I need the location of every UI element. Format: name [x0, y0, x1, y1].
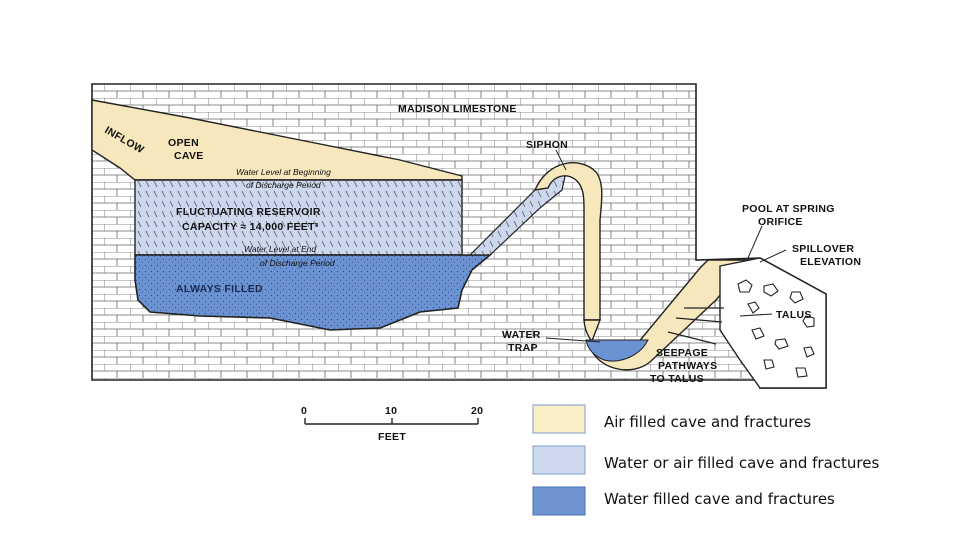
seepage-label: SEEPAGE — [656, 347, 708, 359]
scale-tick-20: 20 — [471, 405, 483, 417]
scale-unit: FEET — [378, 431, 406, 443]
rock-label: MADISON LIMESTONE — [398, 103, 517, 115]
scale-bar: 0 10 20 FEET — [301, 405, 483, 443]
level-begin-label: Water Level at Beginning — [236, 167, 331, 177]
level-end-label: of Discharge Period — [260, 258, 335, 268]
legend-swatch-air — [532, 404, 586, 434]
spillover-label: SPILLOVER — [792, 243, 854, 255]
siphon-label: SIPHON — [526, 139, 568, 151]
level-end-label: Water Level at End — [244, 244, 316, 254]
siphon-leader — [555, 149, 567, 171]
seepage-label: TO TALUS — [650, 373, 704, 385]
seepage-label: PATHWAYS — [658, 360, 717, 372]
talus-pile — [719, 257, 827, 389]
legend: Air filled cave and fractures Water or a… — [532, 404, 879, 516]
open-cave-label: OPEN — [168, 137, 199, 149]
water-trap-leader — [545, 337, 601, 343]
open-cave — [91, 99, 463, 181]
legend-label-mixed: Water or air filled cave and fractures — [604, 454, 879, 472]
scale-tick-10: 10 — [385, 405, 397, 417]
pool-label: POOL AT SPRING — [742, 203, 835, 215]
legend-swatch-water — [532, 486, 586, 516]
talus-leader — [739, 313, 773, 317]
level-begin-label: of Discharge Period — [246, 180, 321, 190]
legend-label-air: Air filled cave and fractures — [604, 413, 811, 431]
water-trap-label: WATER — [502, 329, 541, 341]
legend-swatch-mixed — [532, 445, 586, 475]
water-trap-label: TRAP — [508, 342, 538, 354]
reservoir-label: FLUCTUATING RESERVOIR — [176, 206, 321, 218]
always-filled-label: ALWAYS FILLED — [176, 283, 263, 295]
spillover-leader — [759, 249, 787, 263]
pool-leader — [747, 225, 763, 259]
talus-rocks — [737, 279, 815, 378]
water-trap-pool — [585, 339, 649, 362]
spillover-label: ELEVATION — [800, 256, 861, 268]
seepage-lines — [667, 307, 724, 345]
open-cave-label: CAVE — [174, 150, 204, 162]
pool-label: ORIFICE — [758, 216, 803, 228]
legend-label-water: Water filled cave and fractures — [604, 490, 835, 508]
always-filled-zone — [134, 254, 493, 331]
scale-tick-0: 0 — [301, 405, 307, 417]
talus-label: TALUS — [776, 309, 812, 321]
reservoir-label: CAPACITY ≈ 14,000 FEET³ — [182, 221, 319, 233]
